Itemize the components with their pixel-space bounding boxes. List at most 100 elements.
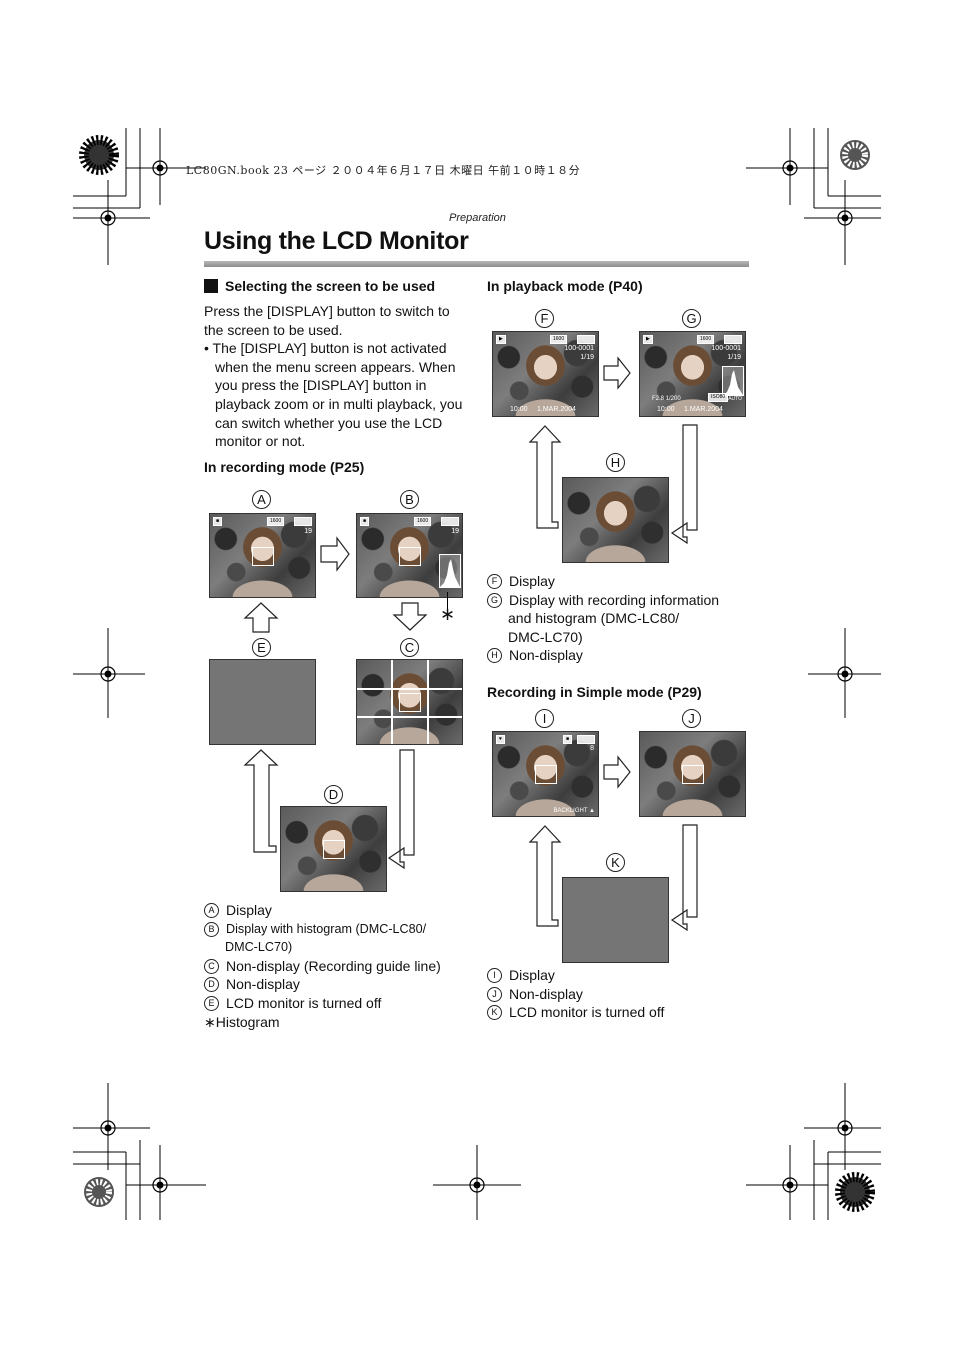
page-title: Using the LCD Monitor <box>204 227 469 255</box>
title-rule <box>204 261 749 267</box>
arrow-up-ea <box>243 602 279 633</box>
playback-arrows <box>528 356 698 545</box>
caption-mark: E <box>204 995 219 1011</box>
camera-mode-icon: ■ <box>213 517 223 526</box>
label-b: B <box>400 490 419 509</box>
record-date: 1.MAR.2004 <box>537 406 576 413</box>
asterisk-mark: ∗ <box>440 604 456 624</box>
shots-remaining: 19 <box>304 528 312 535</box>
screen-i-display: ♥ ■ 8 BACKLIGHT ▲ <box>492 731 599 817</box>
arrow-right-ab <box>320 536 350 572</box>
simple-arrows <box>528 755 698 932</box>
simple-mode-icon: ♥ <box>496 735 505 744</box>
record-time: 10:00 <box>510 406 528 413</box>
file-number: 100-0001 <box>711 345 741 352</box>
battery-icon <box>577 735 595 744</box>
af-frame <box>535 765 557 784</box>
label-k: K <box>606 853 625 872</box>
printer-note: LC80GN.book 23 ページ ２００４年６月１７日 木曜日 午前１０時１… <box>186 164 581 177</box>
screen-f-display: ▶ 1600 100-0001 1/19 10:00 1.MAR.2004 <box>492 331 599 417</box>
caption-mark: I <box>487 968 502 983</box>
guide-line-h1 <box>357 688 462 690</box>
caption-mark: B <box>204 921 219 937</box>
screen-j-nondisplay <box>639 731 746 817</box>
guide-line-v2 <box>427 660 429 744</box>
af-frame <box>399 547 421 566</box>
backlight-indicator: BACKLIGHT ▲ <box>553 808 595 814</box>
caption-text: Non-display <box>226 976 300 993</box>
label-f: F <box>535 309 554 328</box>
caption-mark: H <box>487 648 502 664</box>
intro-text: Press the [DISPLAY] button to switch to … <box>204 303 450 338</box>
picture-size-icon: ■ <box>563 735 573 744</box>
label-h: H <box>606 453 625 472</box>
histogram-icon <box>722 366 744 396</box>
battery-icon <box>577 335 595 344</box>
caption-mark: G <box>487 592 502 608</box>
caption-mark: D <box>204 977 219 993</box>
af-frame <box>252 547 274 566</box>
arrow-down-gh <box>670 424 698 545</box>
caption-c: C Non-display (Recording guide line) <box>204 957 474 976</box>
arrow-down-cd <box>387 749 415 870</box>
caption-f: F Display <box>487 572 757 591</box>
caption-g-cont1: and histogram (DMC-LC80/ <box>508 610 680 627</box>
caption-text: Display with histogram (DMC-LC80/ <box>226 921 427 936</box>
caption-mark: C <box>204 958 219 974</box>
caption-text: Display <box>509 967 555 983</box>
screen-a-display: ■ 1600 19 <box>209 513 316 598</box>
recording-arrows <box>243 536 428 870</box>
arrow-right-ij <box>603 755 631 789</box>
file-number: 100-0001 <box>564 345 594 352</box>
caption-i: I Display <box>487 966 757 985</box>
arrow-up-de <box>243 749 279 853</box>
picture-count: 1/19 <box>580 354 594 361</box>
battery-icon <box>294 517 312 526</box>
screen-h-nondisplay <box>562 477 669 563</box>
arrow-down-bc <box>392 602 428 631</box>
shots-remaining: 19 <box>451 528 459 535</box>
playback-mode-icon: ▶ <box>643 335 653 344</box>
exposure-info: F2.8 1/200 <box>652 396 681 402</box>
screen-g-info-histogram: ▶ 1600 100-0001 1/19 F2.8 1/200 ISO80 AU… <box>639 331 746 417</box>
battery-icon <box>441 517 459 526</box>
caption-b-cont: DMC-LC70) <box>225 940 293 955</box>
caption-text: Non-display (Recording guide line) <box>226 957 441 974</box>
camera-mode-icon: ■ <box>360 517 370 526</box>
af-frame <box>323 840 345 859</box>
screen-e-off <box>209 659 316 745</box>
picture-count: 1/19 <box>727 354 741 361</box>
label-d: D <box>324 785 343 804</box>
note-bullet: • The [DISPLAY] button is not activated … <box>204 340 463 450</box>
white-balance: AUTO <box>728 396 742 402</box>
histogram-pointer <box>447 592 448 610</box>
label-j: J <box>682 709 701 728</box>
caption-mark: F <box>487 574 502 589</box>
square-bullet-icon <box>204 279 218 293</box>
arrow-down-jk <box>670 824 698 932</box>
section-heading-text: Selecting the screen to be used <box>225 278 436 294</box>
arrow-up-hf <box>528 425 562 529</box>
intro-paragraph: Press the [DISPLAY] button to switch to … <box>204 302 472 451</box>
af-frame <box>399 693 421 712</box>
label-a: A <box>252 490 271 509</box>
label-g: G <box>682 309 701 328</box>
section-label: Preparation <box>449 212 506 224</box>
guide-line-h2 <box>357 716 462 718</box>
caption-text: Non-display <box>509 647 583 664</box>
picture-size-badge: 1600 <box>267 517 285 526</box>
caption-text: Display <box>509 573 555 589</box>
shots-remaining: 8 <box>590 745 594 752</box>
label-i: I <box>535 709 554 728</box>
simple-heading: Recording in Simple mode (P29) <box>487 684 702 700</box>
caption-text: Non-display <box>509 985 583 1002</box>
caption-h: H Non-display <box>487 646 757 665</box>
record-date: 1.MAR.2004 <box>684 406 723 413</box>
